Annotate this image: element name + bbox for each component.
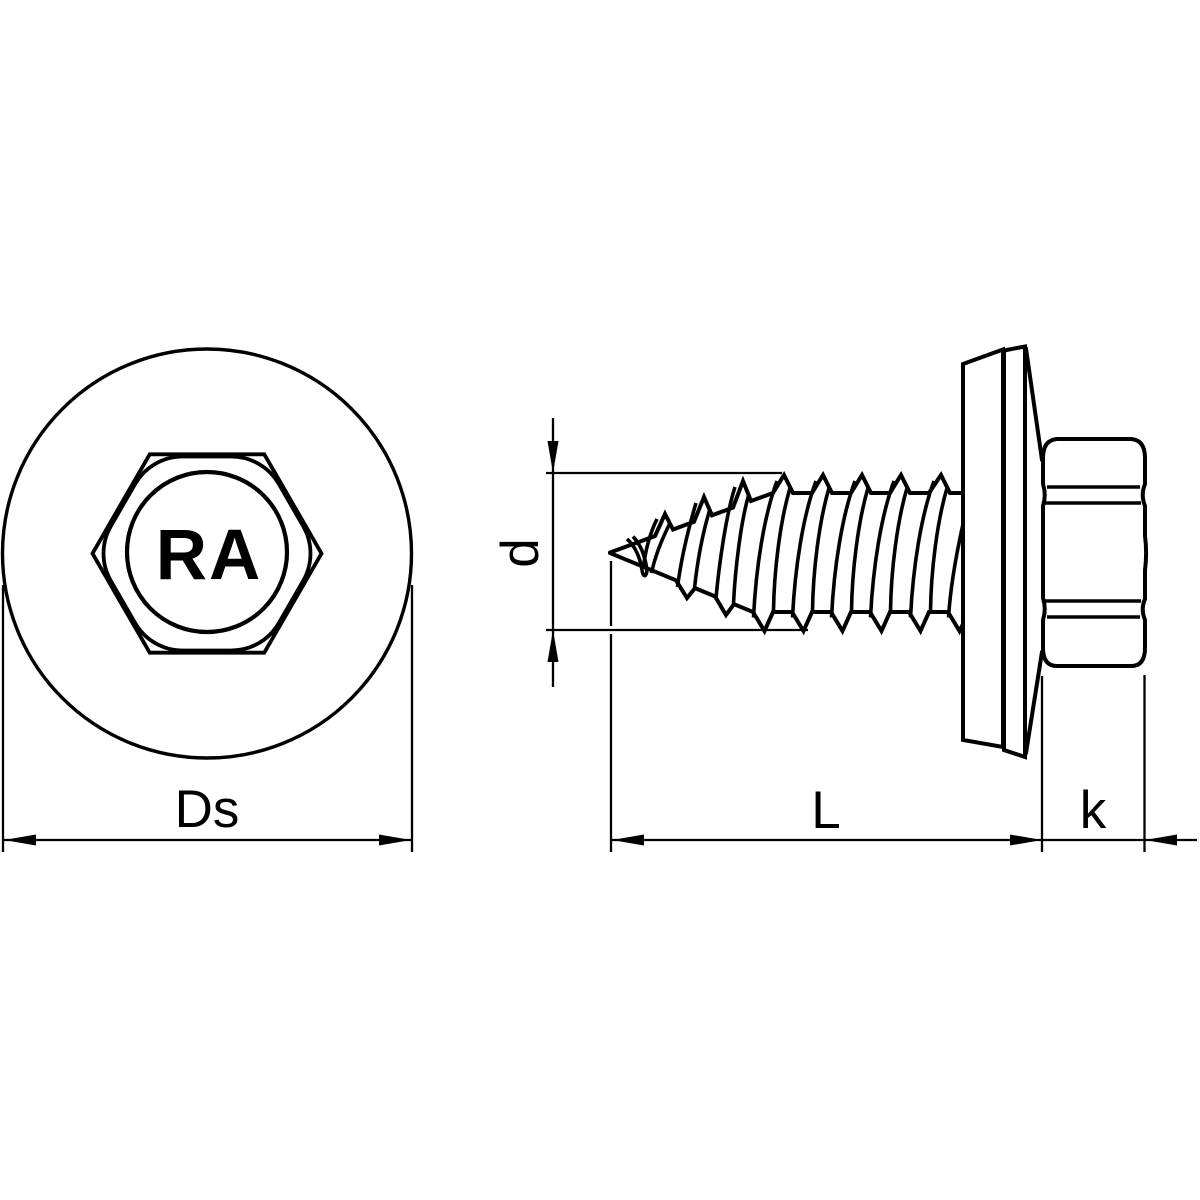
- screw-thread-bottom-silhouette: [608, 551, 965, 636]
- flange-bottom-edge: [1024, 650, 1044, 755]
- head-top-circle: [124, 469, 290, 635]
- washer-seal-plate: [961, 346, 1005, 750]
- k-dimension-label: k: [1080, 781, 1107, 840]
- thread-flank-line: [868, 480, 896, 618]
- ds-dimension-label: Ds: [175, 780, 240, 839]
- ds-dimension: Ds: [1, 585, 414, 852]
- thread-flank-line: [849, 487, 870, 612]
- thread-flank-line: [946, 523, 965, 618]
- d-arrow-top: [547, 441, 559, 473]
- d-dimension: d: [491, 418, 808, 687]
- hex-head-side-outline: [1041, 437, 1149, 668]
- l-dimension-label: L: [811, 781, 840, 840]
- thread-flank-line: [928, 487, 949, 612]
- sealing-washer-circle: [0, 347, 414, 760]
- ds-arrow-left: [4, 834, 36, 846]
- thread-flank-line: [771, 487, 792, 612]
- washer-metal-plate: [1002, 344, 1027, 760]
- thread-flank-line: [714, 486, 737, 599]
- thread-flank-lines: [641, 480, 965, 618]
- hex-head-face-edges: [1045, 485, 1141, 619]
- thread-flank-line: [829, 480, 857, 618]
- d-dimension-label: d: [491, 538, 550, 567]
- l-arrow-right: [1010, 834, 1042, 846]
- ds-arrow-right: [379, 834, 411, 846]
- thread-flank-line: [888, 487, 909, 612]
- thread-flank-line: [790, 480, 818, 618]
- hex-head-outline: [90, 452, 324, 655]
- thread-start-curl: [625, 535, 649, 578]
- side-view: [608, 344, 1149, 760]
- front-view: RA: [0, 347, 414, 760]
- thread-flank-line: [751, 480, 779, 618]
- head-marking: RA: [156, 516, 263, 595]
- length-dimensions: L k: [609, 561, 1197, 852]
- thread-flank-line: [731, 493, 751, 605]
- thread-flank-line: [675, 502, 698, 588]
- thread-flank-line: [692, 508, 712, 589]
- hex-head-chamfer: [101, 454, 313, 653]
- flange-top-edge: [1024, 346, 1044, 462]
- d-arrow-bottom: [547, 630, 559, 662]
- k-arrow-right: [1145, 834, 1177, 846]
- thread-flank-line: [908, 480, 936, 618]
- screw-thread-top-silhouette: [608, 470, 965, 555]
- l-arrow-left: [612, 834, 644, 846]
- thread-flank-line: [649, 522, 672, 574]
- thread-flank-line: [810, 487, 831, 612]
